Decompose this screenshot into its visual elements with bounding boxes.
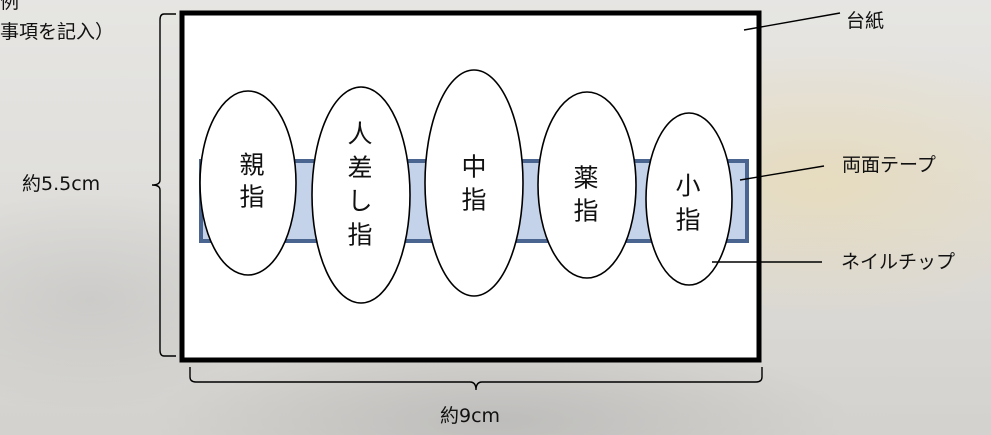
example-note: 事項を記入） [0, 21, 115, 43]
finger-oval-thumb [199, 90, 297, 276]
label-double-tape: 両面テープ [842, 154, 936, 176]
finger-label-index-3: し [347, 187, 372, 216]
label-width: 約9cm [440, 405, 501, 427]
leader-line-base-paper [743, 12, 841, 31]
finger-label-ring-2: 指 [573, 197, 598, 226]
finger-label-ring-1: 薬 [573, 164, 598, 193]
finger-oval-pinky [645, 112, 733, 286]
finger-oval-index [311, 86, 411, 304]
finger-oval-middle [424, 69, 524, 297]
finger-label-index-4: 指 [347, 221, 372, 250]
finger-label-pinky-1: 小 [675, 172, 700, 201]
finger-group: 親 指 人 差 し 指 中 指 薬 指 小 指 [199, 69, 733, 304]
label-base-paper: 台紙 [846, 10, 885, 32]
finger-oval-ring [537, 91, 637, 279]
example-title: 例 [0, 0, 20, 13]
finger-label-thumb-1: 親 [239, 151, 264, 180]
finger-label-thumb-2: 指 [239, 183, 264, 212]
finger-label-pinky-2: 指 [675, 206, 700, 235]
label-nail-chip: ネイルチップ [841, 251, 956, 273]
width-brace [189, 367, 763, 391]
leader-line-tape [739, 165, 825, 181]
label-height: 約5.5cm [22, 173, 101, 195]
height-brace [151, 13, 176, 357]
finger-label-index-1: 人 [347, 120, 372, 149]
finger-label-index-2: 差 [347, 154, 372, 183]
finger-label-middle-2: 指 [461, 186, 486, 215]
finger-label-middle-1: 中 [461, 153, 486, 182]
